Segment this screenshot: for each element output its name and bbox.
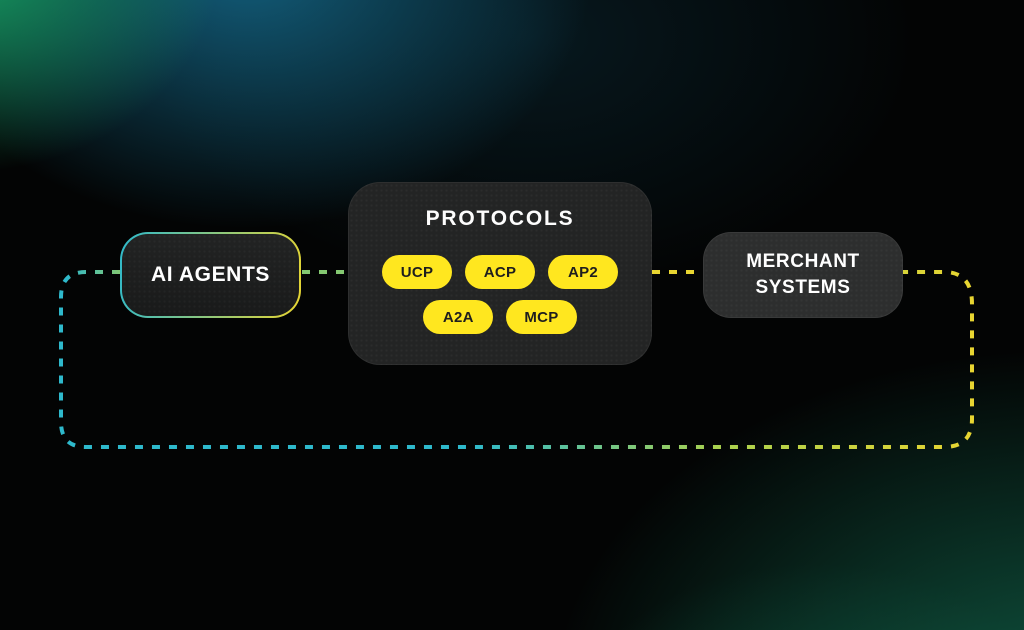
loop-connection-path — [59, 270, 974, 449]
merchant-systems-label: MERCHANT SYSTEMS — [746, 251, 860, 298]
protocol-pill-acp: ACP — [465, 255, 535, 289]
node-ai-agents: AI AGENTS — [120, 232, 301, 318]
protocols-title: PROTOCOLS — [425, 207, 575, 230]
protocols-pill-row-1: UCP ACP AP2 — [349, 255, 651, 289]
ai-agents-label: AI AGENTS — [151, 263, 270, 286]
protocol-pill-mcp: MCP — [506, 300, 577, 334]
node-merchant-systems: MERCHANT SYSTEMS — [703, 232, 903, 318]
protocols-pill-row-2: A2A MCP — [349, 300, 651, 334]
node-protocols: PROTOCOLS UCP ACP AP2 A2A MCP — [348, 182, 652, 365]
protocol-pill-ucp: UCP — [382, 255, 452, 289]
protocol-pill-ap2: AP2 — [548, 255, 618, 289]
protocol-pill-a2a: A2A — [423, 300, 494, 334]
loop-start-green-fade — [59, 270, 120, 334]
